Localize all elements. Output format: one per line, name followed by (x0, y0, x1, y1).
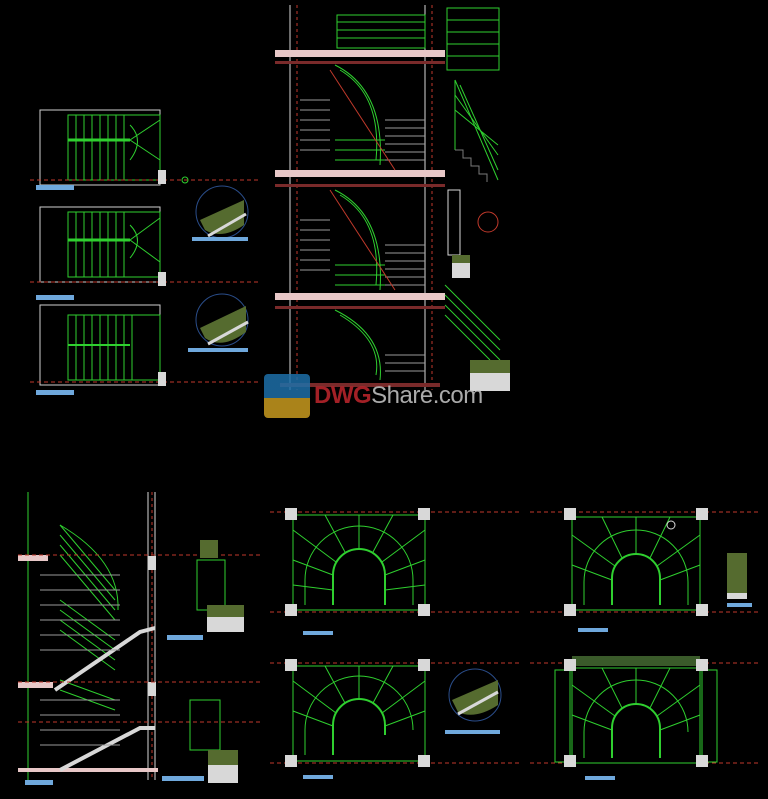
watermark-dwg: DWG (314, 382, 372, 409)
tread-detail-circle-2 (188, 293, 249, 352)
stair-section-bottom-left (18, 492, 260, 785)
tread-detail-circle-1 (192, 185, 249, 241)
stair-plans-left (30, 109, 260, 395)
curved-stair-plan-4 (530, 656, 760, 780)
stair-plan-level-1 (30, 109, 260, 190)
watermark-share: Share.com (371, 382, 483, 409)
dwgshare-watermark: DWGShare.com (264, 374, 483, 418)
stair-plan-level-3 (30, 304, 260, 395)
railing-details-top-right (444, 7, 510, 391)
stair-plan-level-2 (30, 206, 260, 300)
curved-stair-plan-2 (270, 659, 520, 779)
dwgshare-logo-icon (264, 374, 310, 418)
curved-stair-plan-3 (530, 508, 760, 632)
watermark-text: DWGShare.com (314, 382, 483, 410)
stair-section-top (275, 5, 445, 390)
curved-stair-plan-1 (270, 508, 520, 635)
